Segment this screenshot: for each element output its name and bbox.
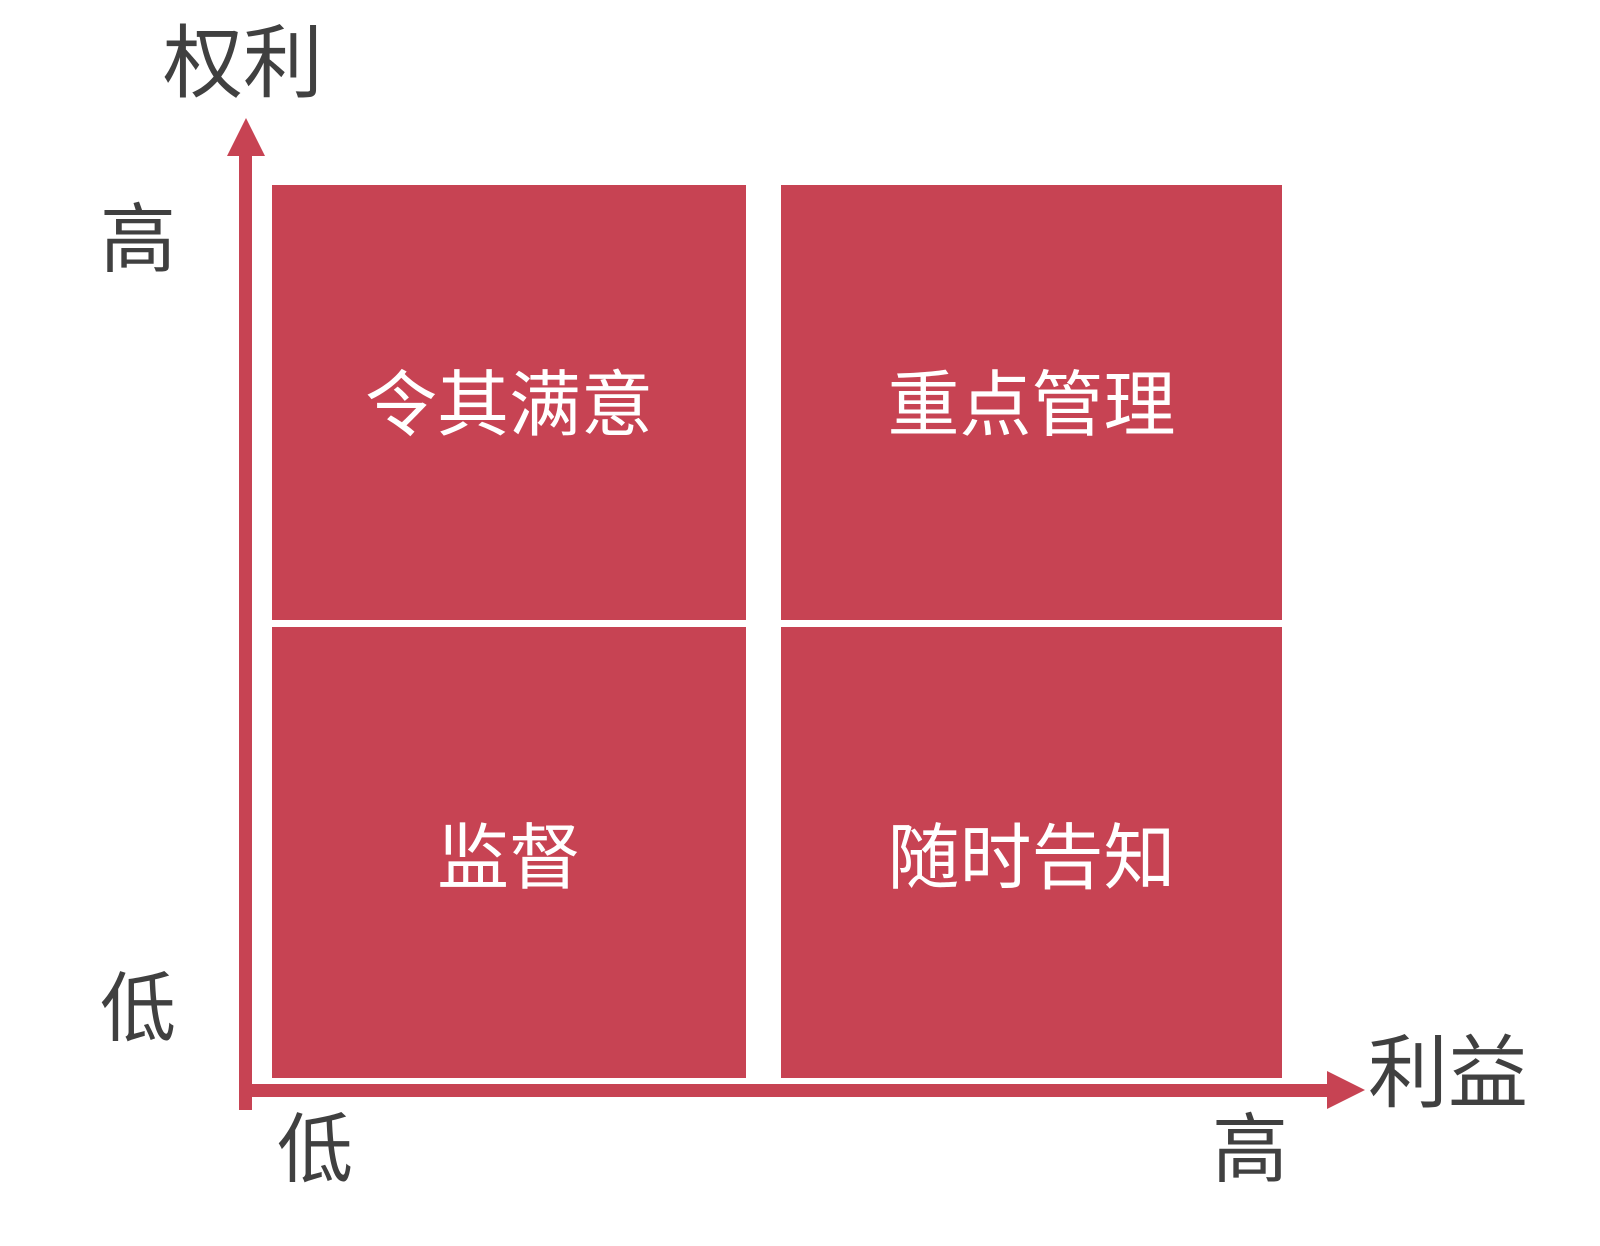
arrow-right-icon (1327, 1071, 1365, 1109)
y-axis-tick-low: 低 (100, 967, 176, 1052)
quadrant-bottom-left[interactable]: 监督 (272, 627, 746, 1078)
quadrant-grid: 令其满意 重点管理 监督 随时告知 (272, 185, 1282, 1078)
quadrant-label: 随时告知 (887, 819, 1176, 899)
x-axis-tick-low: 低 (277, 1108, 353, 1193)
arrow-up-icon (227, 118, 265, 156)
quadrant-bottom-right[interactable]: 随时告知 (781, 627, 1282, 1078)
y-axis-title: 权利 (163, 19, 323, 108)
x-axis-line (239, 1084, 1333, 1097)
y-axis-tick-high: 高 (100, 198, 176, 283)
x-axis-tick-high: 高 (1212, 1108, 1288, 1193)
quadrant-top-left[interactable]: 令其满意 (272, 185, 746, 620)
x-axis-title: 利益 (1368, 1029, 1528, 1118)
y-axis-line (239, 152, 252, 1110)
quadrant-top-right[interactable]: 重点管理 (781, 185, 1282, 620)
quadrant-label: 重点管理 (887, 366, 1176, 446)
quadrant-label: 令其满意 (364, 366, 653, 446)
quadrant-label: 监督 (436, 819, 581, 899)
